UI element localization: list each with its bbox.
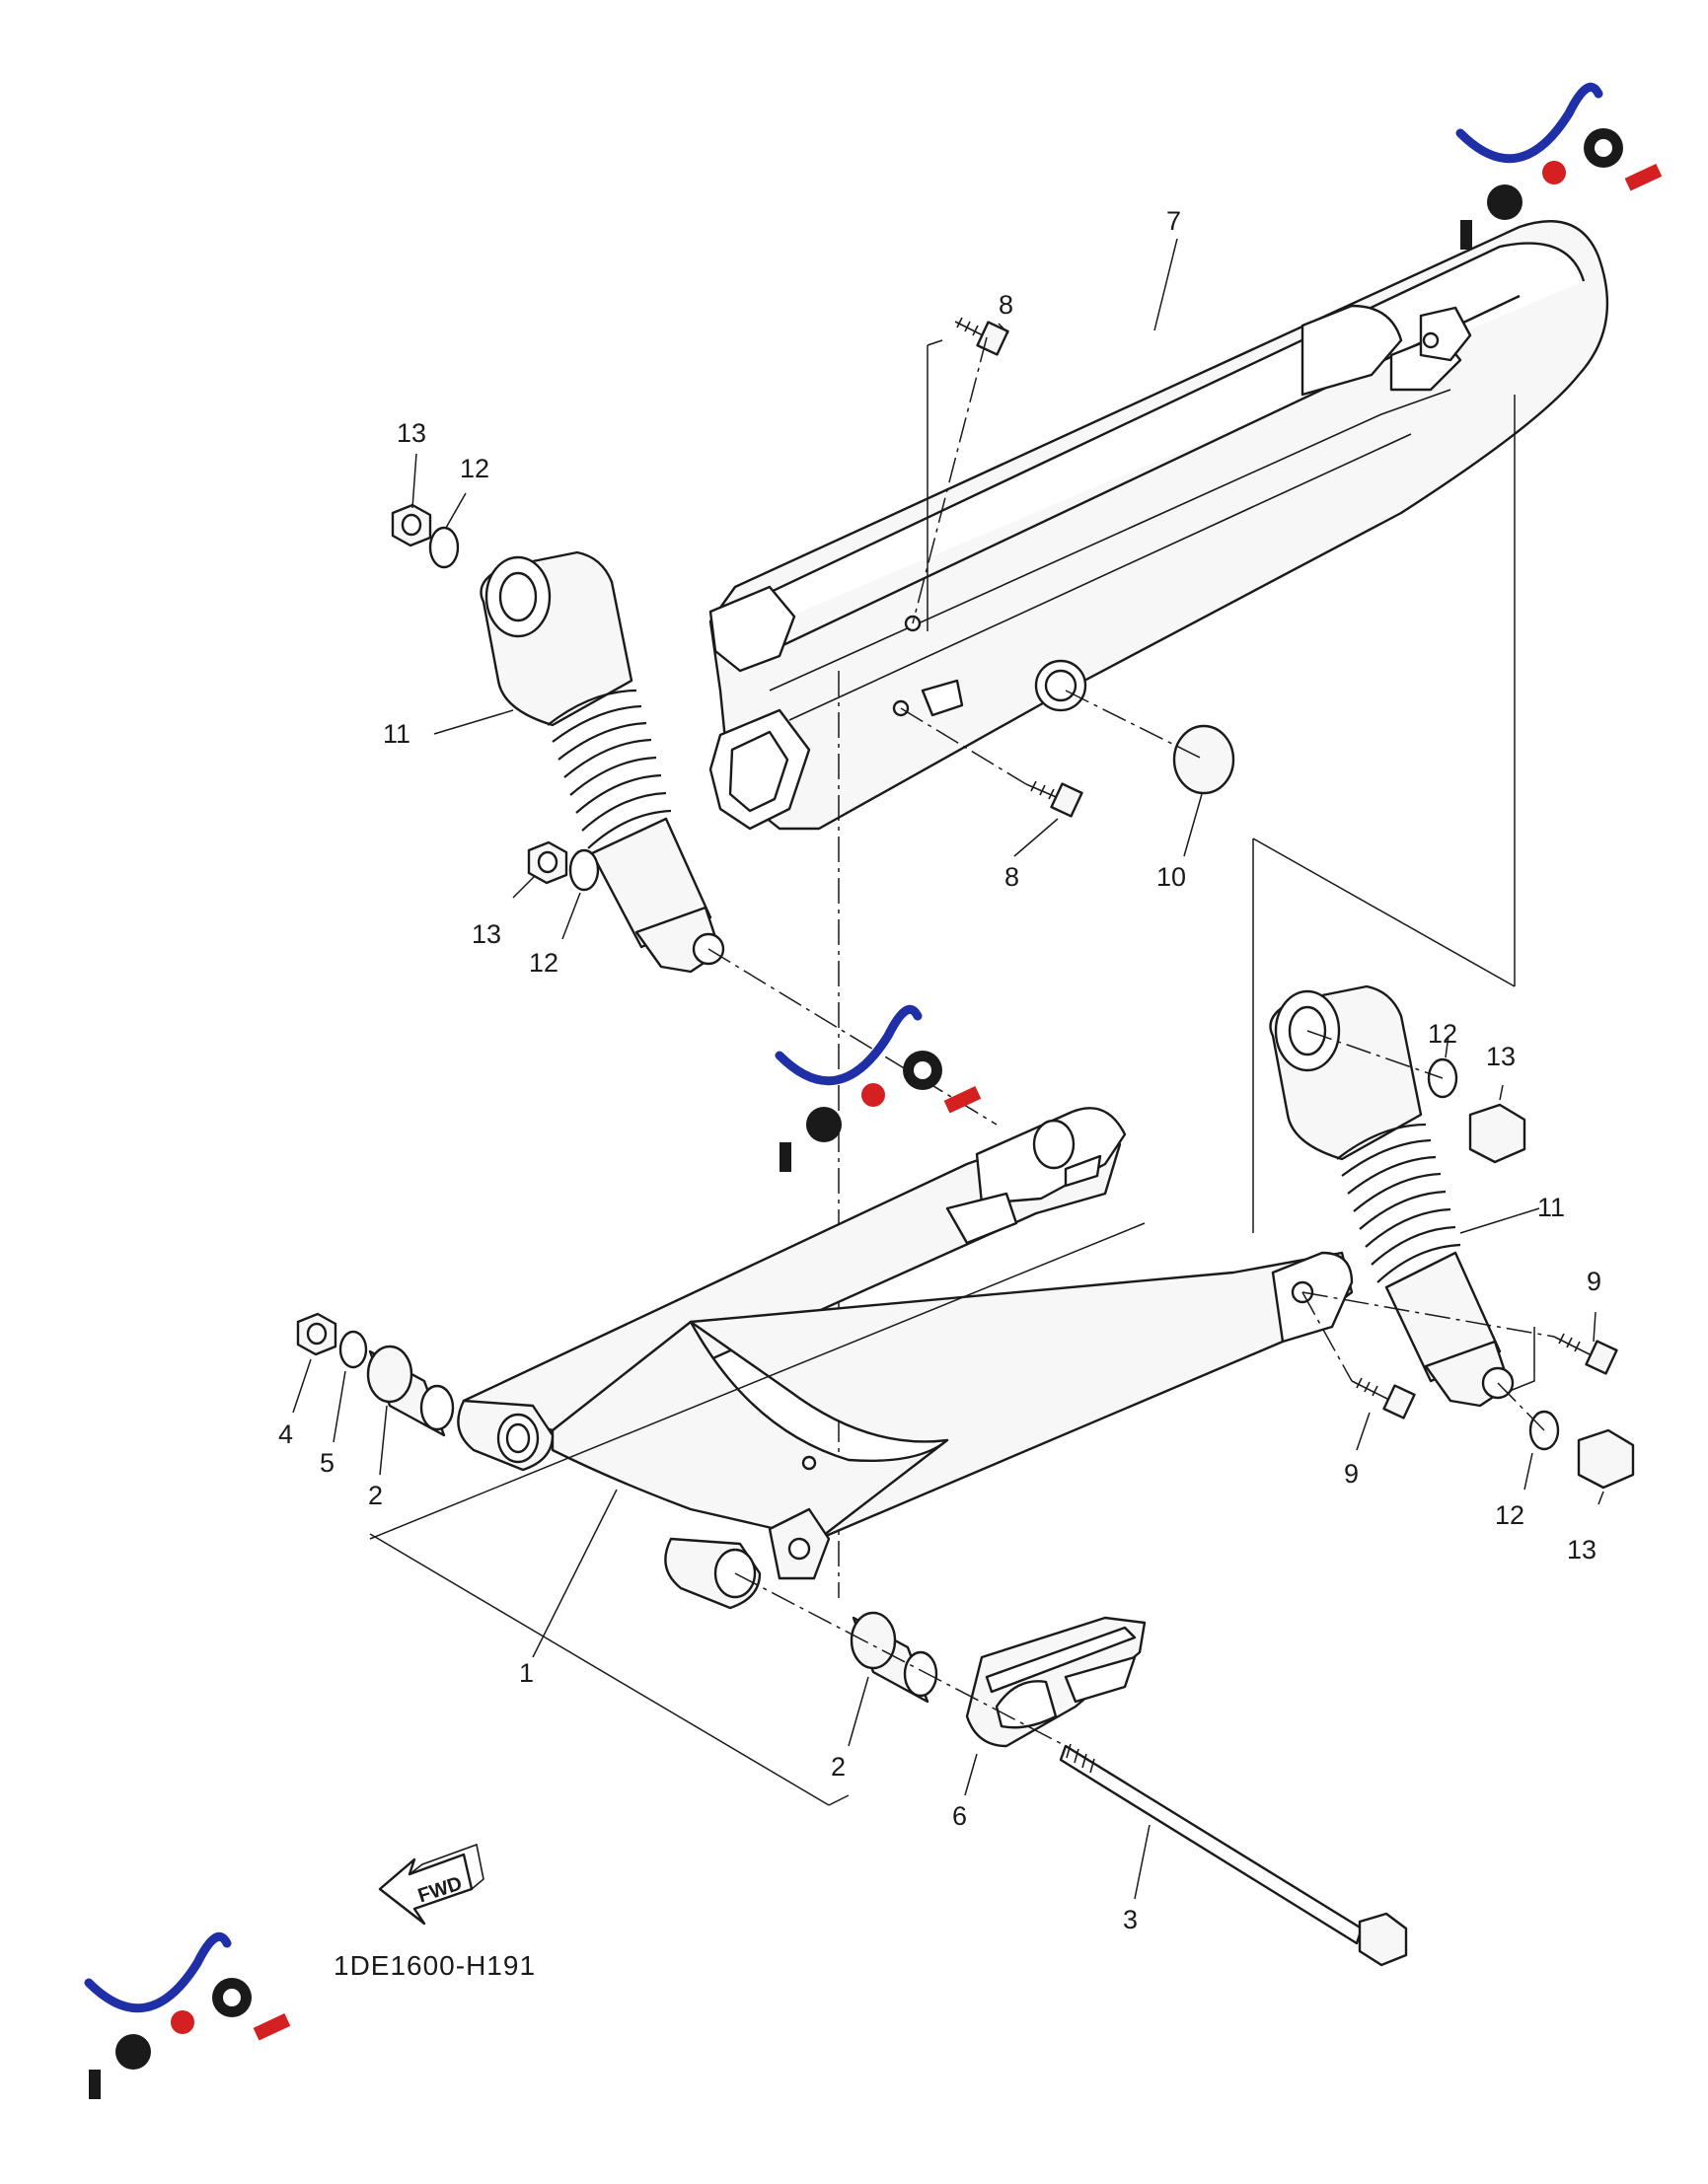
right-shock-absorber: [1269, 984, 1515, 1408]
callout-13-right-bottom: 13: [1567, 1535, 1597, 1565]
callout-13-right-top: 13: [1486, 1042, 1516, 1071]
bolt-8-top: [954, 317, 1009, 356]
left-shock-absorber: [480, 550, 725, 974]
right-top-nut: [1468, 1103, 1526, 1164]
callout-3: 3: [1123, 1905, 1138, 1934]
callout-9-lower: 9: [1344, 1459, 1359, 1489]
fwd-arrow: FWD: [378, 1843, 484, 1926]
pivot-washer-5: [338, 1330, 368, 1369]
bolt-9-upper: [1553, 1333, 1618, 1375]
watermark-logo-center: [775, 1004, 982, 1172]
callout-10: 10: [1156, 862, 1186, 892]
callout-12-left-top: 12: [460, 454, 489, 483]
watermark-logo-bottom-left: [84, 1931, 291, 2099]
callout-9-upper: 9: [1587, 1267, 1601, 1296]
chain-case: [708, 220, 1609, 831]
callout-6: 6: [952, 1801, 967, 1831]
callout-12-left-bottom: 12: [529, 948, 558, 978]
callout-11-left: 11: [383, 719, 410, 749]
bushing-2-right: [850, 1611, 938, 1704]
left-top-nut: [391, 503, 432, 547]
callout-leaders: [292, 238, 1604, 1900]
chain-guide-6: [965, 1616, 1147, 1748]
callout-8-bottom: 8: [1004, 862, 1019, 892]
left-bottom-nut: [527, 840, 568, 885]
callout-12-right-top: 12: [1428, 1019, 1457, 1049]
pivot-shaft-3: [1059, 1743, 1408, 1967]
callout-11-right: 11: [1537, 1193, 1565, 1222]
callout-2-left: 2: [368, 1481, 383, 1510]
swingarm: [457, 1107, 1354, 1610]
bolt-8-bottom: [1025, 780, 1083, 818]
diagram-code: 1DE1600-H191: [334, 1950, 536, 1981]
callout-2-right: 2: [831, 1752, 846, 1782]
left-top-washer: [428, 526, 460, 569]
bolt-9-lower: [1351, 1377, 1416, 1420]
callout-labels: 7 8 8 10 13 12 11 13 12 12 13 11 9 9 12 …: [278, 206, 1601, 1934]
callout-1: 1: [519, 1658, 534, 1688]
callout-12-right-bottom: 12: [1495, 1500, 1524, 1530]
callout-8-top: 8: [999, 290, 1013, 320]
left-bottom-washer: [568, 848, 600, 892]
watermark-logo-top-right: [1455, 82, 1663, 250]
bushing-2-left: [366, 1345, 455, 1437]
pivot-nut-4: [296, 1312, 337, 1356]
callout-4: 4: [278, 1420, 293, 1449]
callout-13-left-bottom: 13: [472, 919, 501, 949]
cap-10: [1172, 724, 1235, 795]
callout-5: 5: [320, 1448, 334, 1478]
right-bottom-nut: [1577, 1428, 1635, 1490]
callout-13-left-top: 13: [397, 418, 426, 448]
callout-7: 7: [1166, 206, 1181, 236]
